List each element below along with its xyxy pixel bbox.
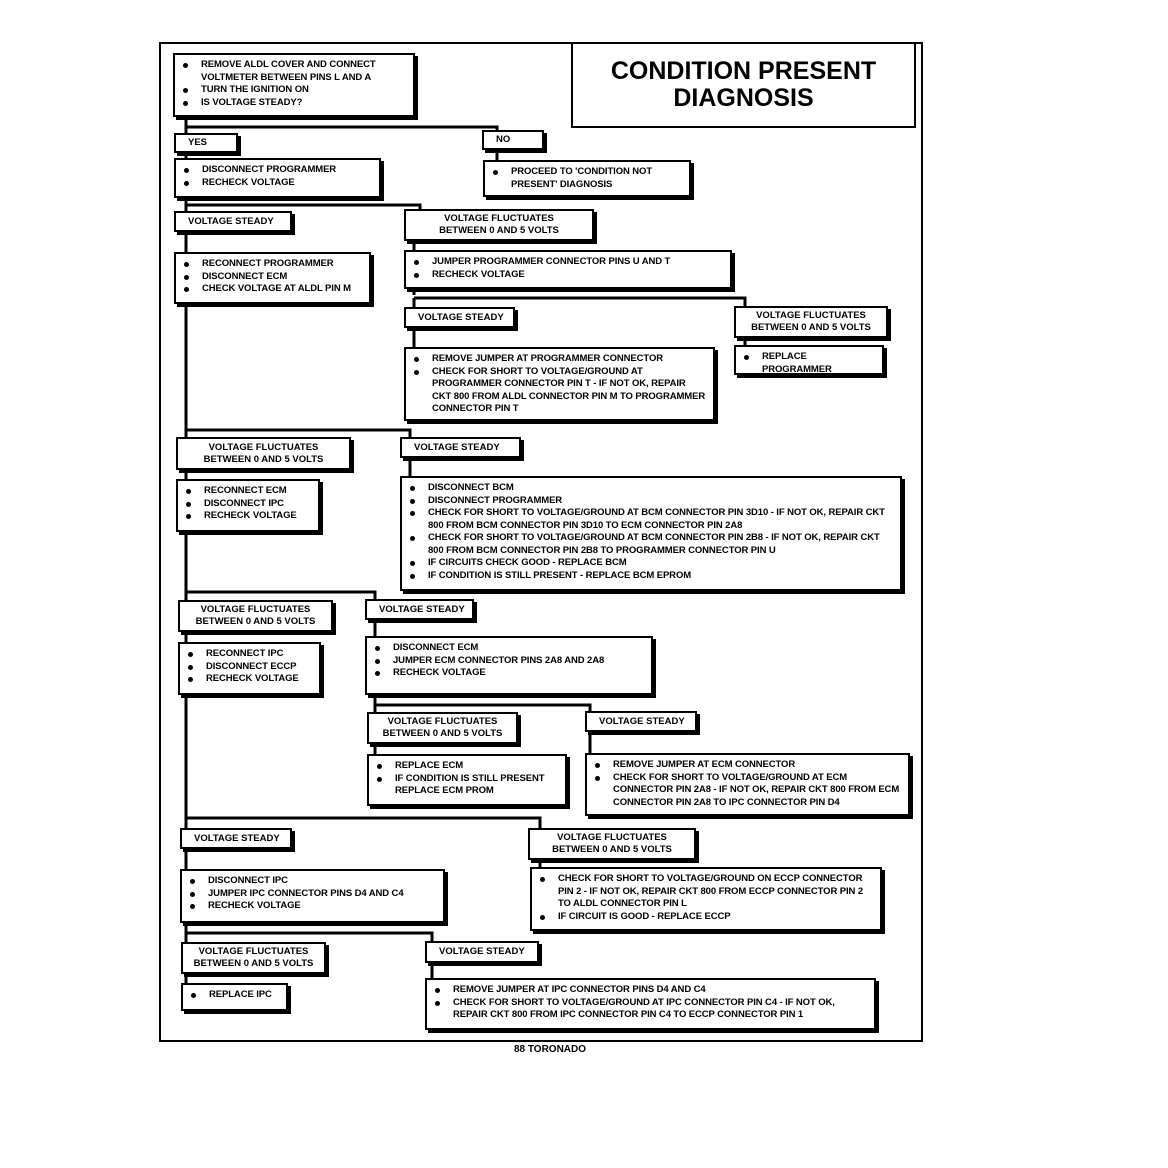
step-box: CHECK FOR SHORT TO VOLTAGE/GROUND ON ECC… [530,867,882,931]
step-item: DISCONNECT ECM [184,271,363,284]
step-item: RECHECK VOLTAGE [188,673,313,686]
voltage-fluctuates-label: VOLTAGE FLUCTUATES BETWEEN 0 AND 5 VOLTS [734,306,888,338]
voltage-steady-label: VOLTAGE STEADY [174,211,292,232]
step-item: RECHECK VOLTAGE [414,269,724,282]
step-item: RECONNECT IPC [188,648,313,661]
step-box: PROCEED TO 'CONDITION NOT PRESENT' DIAGN… [483,160,691,197]
step-item: DISCONNECT IPC [190,875,437,888]
step-item: JUMPER ECM CONNECTOR PINS 2A8 AND 2A8 [375,655,645,668]
voltage-fluctuates-label: VOLTAGE FLUCTUATES BETWEEN 0 AND 5 VOLTS [367,712,518,744]
step-item: DISCONNECT BCM [410,482,894,495]
step-item: RECHECK VOLTAGE [184,177,373,190]
voltage-fluctuates-label: VOLTAGE FLUCTUATES BETWEEN 0 AND 5 VOLTS [181,942,326,974]
step-item: JUMPER PROGRAMMER CONNECTOR PINS U AND T [414,256,724,269]
step-item: DISCONNECT ECM [375,642,645,655]
voltage-fluctuates-label: VOLTAGE FLUCTUATES BETWEEN 0 AND 5 VOLTS [178,600,333,632]
step-item: JUMPER IPC CONNECTOR PINS D4 AND C4 [190,888,437,901]
voltage-steady-label: VOLTAGE STEADY [585,711,697,732]
step-item: REMOVE JUMPER AT IPC CONNECTOR PINS D4 A… [435,984,868,997]
step-item: RECHECK VOLTAGE [186,510,312,523]
step-box: REPLACE PROGRAMMER [734,345,884,375]
voltage-steady-label: VOLTAGE STEADY [365,599,474,620]
step-box: REMOVE ALDL COVER AND CONNECT VOLTMETER … [173,53,415,117]
step-box: DISCONNECT IPC JUMPER IPC CONNECTOR PINS… [180,869,445,923]
step-box: DISCONNECT ECM JUMPER ECM CONNECTOR PINS… [365,636,653,695]
step-item: DISCONNECT PROGRAMMER [184,164,373,177]
voltage-fluctuates-label: VOLTAGE FLUCTUATES BETWEEN 0 AND 5 VOLTS [176,437,351,470]
step-item: REPLACE PROGRAMMER [744,351,876,376]
step-item: CHECK FOR SHORT TO VOLTAGE/GROUND AT ECM… [595,772,902,810]
step-box: JUMPER PROGRAMMER CONNECTOR PINS U AND T… [404,250,732,289]
step-item: RECONNECT ECM [186,485,312,498]
voltage-steady-label: VOLTAGE STEADY [404,307,515,328]
page-footer: 88 TORONADO [513,1044,587,1055]
step-item: REMOVE JUMPER AT PROGRAMMER CONNECTOR [414,353,707,366]
step-item: REMOVE JUMPER AT ECM CONNECTOR [595,759,902,772]
step-item: CHECK VOLTAGE AT ALDL PIN M [184,283,363,296]
step-box: REMOVE JUMPER AT IPC CONNECTOR PINS D4 A… [425,978,876,1030]
voltage-steady-label: VOLTAGE STEADY [400,437,521,458]
step-item: CHECK FOR SHORT TO VOLTAGE/GROUND AT BCM… [410,532,894,557]
step-item: TURN THE IGNITION ON [183,84,407,97]
diagram-title: CONDITION PRESENT DIAGNOSIS [571,42,916,128]
step-item: CHECK FOR SHORT TO VOLTAGE/GROUND ON ECC… [540,873,874,911]
step-item: CHECK FOR SHORT TO VOLTAGE/GROUND AT PRO… [414,365,706,414]
step-box: REPLACE IPC [181,983,288,1011]
no-label: NO [482,130,544,150]
step-item: DISCONNECT IPC [186,498,312,511]
step-item: RECHECK VOLTAGE [375,667,645,680]
step-item: DISCONNECT ECCP [188,661,313,674]
voltage-steady-label: VOLTAGE STEADY [425,941,539,963]
voltage-fluctuates-label: VOLTAGE FLUCTUATES BETWEEN 0 AND 5 VOLTS [528,828,696,860]
step-box: RECONNECT PROGRAMMER DISCONNECT ECM CHEC… [174,252,371,304]
step-item: IF CIRCUIT IS GOOD - REPLACE ECCP [540,911,874,924]
yes-label: YES [174,133,238,153]
diagram-frame [159,42,923,1042]
step-box: RECONNECT ECM DISCONNECT IPC RECHECK VOL… [176,479,320,532]
step-item: DISCONNECT PROGRAMMER [410,495,894,508]
step-box: DISCONNECT BCM DISCONNECT PROGRAMMER CHE… [400,476,902,591]
step-item: IF CONDITION IS STILL PRESENT - REPLACE … [410,570,894,583]
step-item: REPLACE IPC [191,989,280,1002]
step-item: REMOVE ALDL COVER AND CONNECT VOLTMETER … [183,59,407,84]
step-item: CHECK FOR SHORT TO VOLTAGE/GROUND AT BCM… [410,507,894,532]
step-box: RECONNECT IPC DISCONNECT ECCP RECHECK VO… [178,642,321,695]
step-item: IF CONDITION IS STILL PRESENT REPLACE EC… [377,773,559,798]
voltage-fluctuates-label: VOLTAGE FLUCTUATES BETWEEN 0 AND 5 VOLTS [404,209,594,241]
step-item: RECONNECT PROGRAMMER [184,258,363,271]
step-item: RECHECK VOLTAGE [190,900,437,913]
step-item: PROCEED TO 'CONDITION NOT PRESENT' DIAGN… [493,166,683,191]
step-box: REMOVE JUMPER AT ECM CONNECTOR CHECK FOR… [585,753,910,816]
step-item: IS VOLTAGE STEADY? [183,97,407,110]
step-item: CHECK FOR SHORT TO VOLTAGE/GROUND AT IPC… [435,997,868,1022]
step-box: REPLACE ECM IF CONDITION IS STILL PRESEN… [367,754,567,806]
step-item: IF CIRCUITS CHECK GOOD - REPLACE BCM [410,557,894,570]
step-item: REPLACE ECM [377,760,559,773]
step-box: REMOVE JUMPER AT PROGRAMMER CONNECTOR CH… [404,347,715,421]
step-box: DISCONNECT PROGRAMMER RECHECK VOLTAGE [174,158,381,198]
voltage-steady-label: VOLTAGE STEADY [180,828,292,849]
